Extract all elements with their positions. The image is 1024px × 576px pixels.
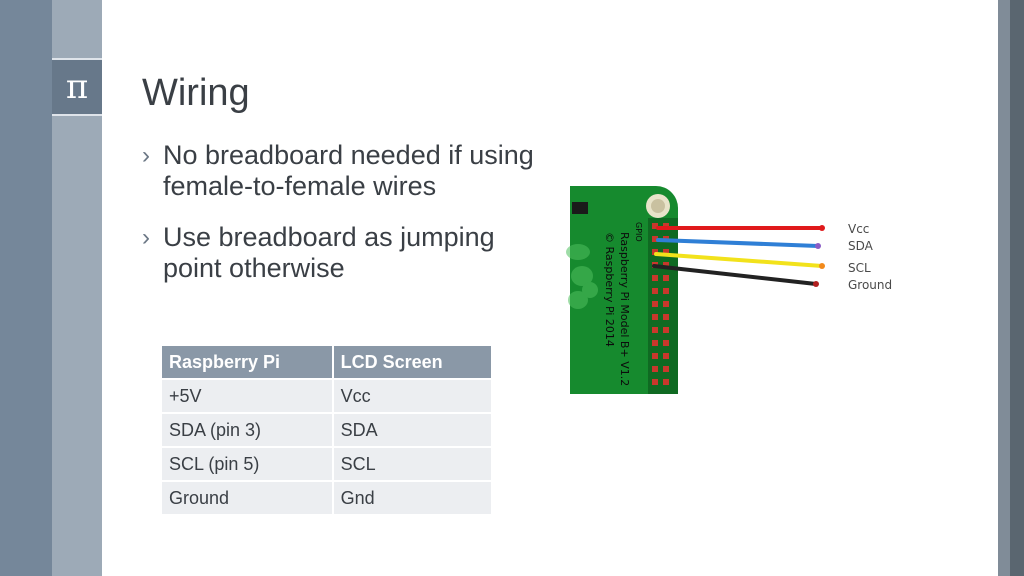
table-cell: Ground [162,482,332,514]
board-text-model: Raspberry Pi Model B+ V1.2 [618,232,631,386]
gpio-pin [652,366,658,372]
bullet-text: Use breadboard as jumping point otherwis… [163,222,495,283]
table-header-row: Raspberry Pi LCD Screen [162,346,491,378]
table-cell: SCL (pin 5) [162,448,332,480]
raspberry-pi-board-illustration: Raspberry Pi Model B+ V1.2 © Raspberry P… [566,186,825,394]
gpio-pin [652,249,658,255]
vcc-wire-end [819,225,825,231]
gpio-pin [652,223,658,229]
gpio-pin [663,275,669,281]
gpio-label: GPIO [634,222,643,242]
gpio-pin [652,301,658,307]
gpio-pin [663,366,669,372]
bullet-marker-icon: › [142,142,150,169]
table-row: SCL (pin 5) SCL [162,448,491,480]
wire-label-ground: Ground [848,278,893,292]
board-component [572,202,588,214]
table-cell: SDA [333,414,491,446]
gpio-pin [663,353,669,359]
gpio-pin [652,340,658,346]
bullet-item: › No breadboard needed if using female-t… [142,140,542,202]
table-cell: SCL [333,448,491,480]
gpio-pin [652,379,658,385]
table-cell: Vcc [333,380,491,412]
gpio-pin [652,314,658,320]
slide-title: Wiring [142,72,250,114]
gpio-pin [663,379,669,385]
gpio-pin [652,327,658,333]
column-header: Raspberry Pi [162,346,332,378]
ground-wire [652,264,818,286]
column-header: LCD Screen [333,346,491,378]
table-row: SDA (pin 3) SDA [162,414,491,446]
raspberry-logo-icon [566,244,598,309]
sda-wire [656,238,820,248]
sda-wire-end [815,243,821,249]
gpio-pin [663,314,669,320]
bullet-marker-icon: › [142,224,150,251]
table-cell: Gnd [333,482,491,514]
gpio-pin [652,353,658,359]
wire-label-sda: SDA [848,239,873,253]
gpio-pin [663,262,669,268]
board-text-copyright: © Raspberry Pi 2014 [603,232,616,347]
right-edge-bar [1010,0,1024,576]
mounting-hole-inner [651,199,665,213]
gpio-pin [663,327,669,333]
gpio-pin [663,249,669,255]
gpio-pin [663,340,669,346]
wire-label-vcc: Vcc [848,222,870,236]
table-cell: +5V [162,380,332,412]
bullet-text: No breadboard needed if using female-to-… [163,140,534,201]
gpio-pin [663,301,669,307]
scl-wire-end [819,263,825,269]
wiring-table: Raspberry Pi LCD Screen +5V Vcc SDA (pin… [160,344,493,516]
table-row: +5V Vcc [162,380,491,412]
wire-label-scl: SCL [848,261,871,275]
right-edge-bar-inner [998,0,1010,576]
gpio-pin [652,275,658,281]
wiring-diagram: Raspberry Pi Model B+ V1.2 © Raspberry P… [560,180,900,400]
gpio-pin [652,236,658,242]
gpio-pin [652,288,658,294]
pi-logo-icon: π [65,67,89,107]
ground-wire-end [813,281,819,287]
logo-box: π [52,58,102,116]
table-cell: SDA (pin 3) [162,414,332,446]
scl-wire [654,252,824,268]
left-sidebar-bar [0,0,52,576]
bullet-list: › No breadboard needed if using female-t… [142,140,542,304]
gpio-pin [663,288,669,294]
bullet-item: › Use breadboard as jumping point otherw… [142,222,542,284]
table-row: Ground Gnd [162,482,491,514]
